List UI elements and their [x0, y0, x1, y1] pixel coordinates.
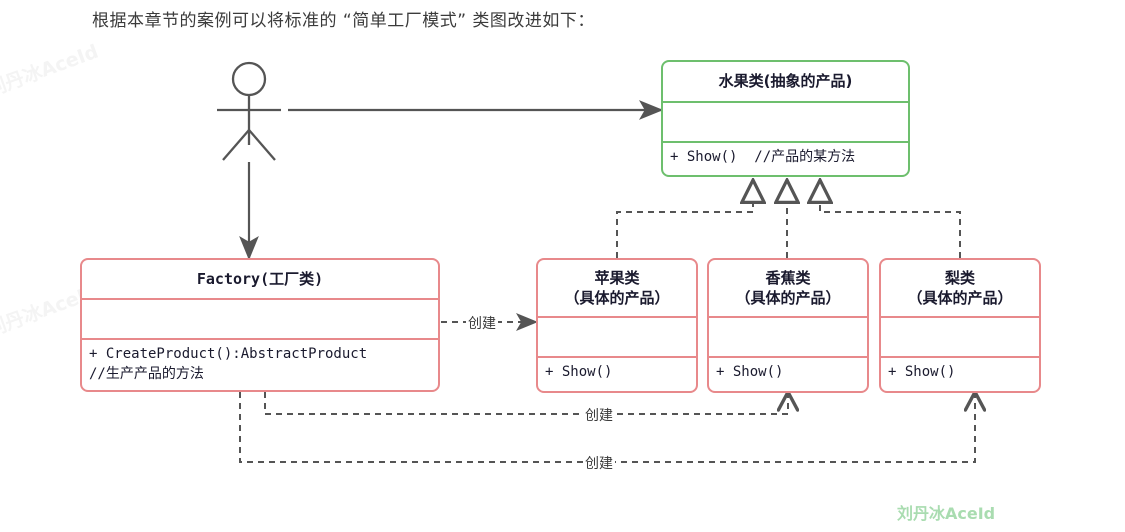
class-title-abstract-product: 水果类(抽象的产品) [718, 72, 853, 91]
class-operations-banana: + Show() [709, 356, 867, 391]
edge-pear-realizes-abstract [820, 181, 961, 258]
edge-factory-creates-banana [264, 392, 788, 415]
class-box-banana[interactable]: 香蕉类 （具体的产品） + Show() [707, 258, 869, 393]
edge-label-create-pear: 创建 [583, 453, 615, 473]
actor-stick-figure [217, 61, 281, 161]
class-title-banana-line1: 香蕉类 [765, 268, 811, 287]
class-title-pear-line1: 梨类 [944, 268, 975, 287]
edge-apple-realizes-abstract [616, 181, 753, 258]
class-title-banana-line2: （具体的产品） [735, 289, 841, 307]
class-title-apple: 苹果类 （具体的产品） [538, 260, 696, 316]
class-title-factory: Factory(工厂类) [196, 269, 324, 288]
edge-label-create-banana: 创建 [583, 405, 615, 425]
class-title-pear-line2: （具体的产品） [907, 289, 1013, 307]
class-box-factory[interactable]: Factory(工厂类) + CreateProduct():AbstractP… [80, 258, 440, 392]
watermark-ghost-left-top: 刘丹冰AceId [0, 40, 102, 102]
class-attributes-pear [881, 316, 1039, 356]
class-operations-pear: + Show() [881, 356, 1039, 391]
edge-factory-creates-pear [239, 392, 975, 463]
class-operations-abstract-product: + Show() //产品的某方法 [663, 141, 908, 175]
class-operations-apple: + Show() [538, 356, 696, 391]
class-title-apple-line1: 苹果类 [594, 268, 640, 287]
class-attributes-abstract-product [663, 101, 908, 141]
watermark-brand: 刘丹冰AceId [897, 504, 996, 523]
edge-label-create-apple: 创建 [466, 313, 498, 333]
class-box-pear[interactable]: 梨类 （具体的产品） + Show() [879, 258, 1041, 393]
class-box-abstract-product[interactable]: 水果类(抽象的产品) + Show() //产品的某方法 [661, 60, 910, 177]
class-attributes-apple [538, 316, 696, 356]
class-title-pear: 梨类 （具体的产品） [881, 260, 1039, 316]
class-title-apple-line2: （具体的产品） [564, 289, 670, 307]
class-attributes-banana [709, 316, 867, 356]
page-title: 根据本章节的案例可以将标准的 “简单工厂模式” 类图改进如下： [92, 11, 595, 31]
class-box-apple[interactable]: 苹果类 （具体的产品） + Show() [536, 258, 698, 393]
class-operations-factory: + CreateProduct():AbstractProduct //生产产品… [82, 338, 438, 390]
class-attributes-factory [82, 298, 438, 338]
class-title-banana: 香蕉类 （具体的产品） [709, 260, 867, 316]
